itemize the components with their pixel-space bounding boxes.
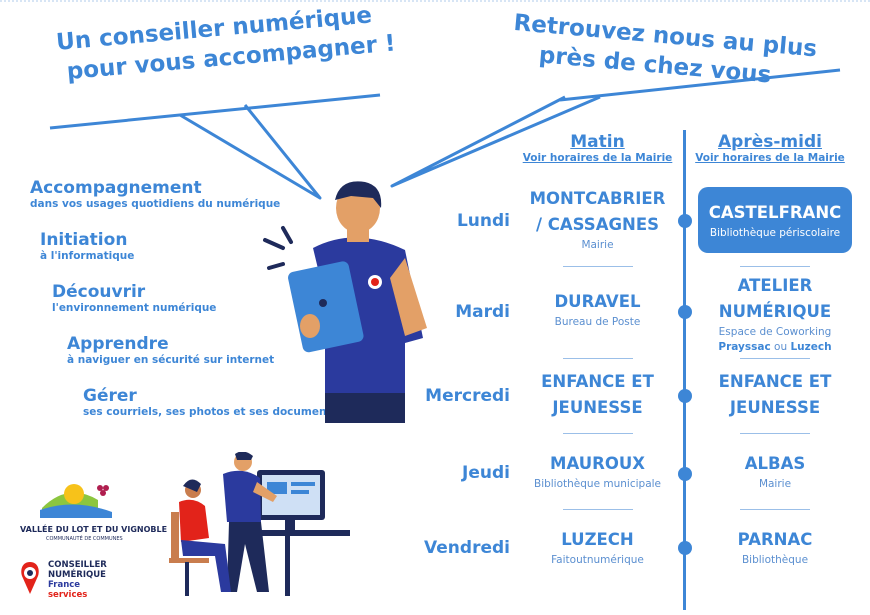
lundi-afternoon-highlight: CASTELFRANC Bibliothèque périscolaire — [698, 187, 852, 253]
conseiller-numerique-logo-icon — [21, 562, 39, 594]
vallee-logo-icon — [40, 484, 112, 518]
cell-title-2: NUMÉRIQUE — [718, 302, 832, 321]
service-subtitle: l'environnement numérique — [52, 302, 217, 314]
mercredi-afternoon: ENFANCE ET JEUNESSE — [695, 369, 855, 421]
cell-title: ENFANCE ET — [541, 372, 654, 391]
mardi-morning: DURAVEL Bureau de Poste — [520, 289, 675, 330]
vallee-logo-subtitle: COMMUNAUTÉ DE COMMUNES — [46, 536, 123, 542]
tablet-sparkle-icon — [263, 226, 293, 270]
left-bubble-line — [49, 93, 381, 130]
lundi-morning: MONTCABRIER / CASSAGNES Mairie — [520, 186, 675, 253]
service-gerer: Gérer ses courriels, ses photos et ses d… — [83, 386, 338, 418]
cell-place: Espace de Coworking — [718, 326, 832, 338]
advisor-illustration — [263, 181, 427, 423]
cn-line2: NUMÉRIQUE — [48, 570, 106, 580]
cell-place: Bibliothèque périscolaire — [709, 227, 841, 239]
separator — [740, 433, 810, 434]
service-title: Découvrir — [52, 282, 146, 302]
right-bubble-tail — [390, 95, 601, 188]
cell-place: Mairie — [758, 478, 792, 490]
morning-header: Matin Voir horaires de la Mairie — [520, 132, 675, 164]
cell-title: DURAVEL — [554, 292, 641, 311]
vendredi-morning: LUZECH Faitoutnumérique — [520, 527, 675, 568]
service-subtitle: ses courriels, ses photos et ses documen… — [83, 406, 338, 418]
jeudi-morning: MAUROUX Bibliothèque municipale — [520, 451, 675, 492]
cell-title: LUZECH — [561, 530, 634, 549]
timeline-line — [683, 130, 686, 610]
separator — [740, 509, 810, 510]
separator — [740, 358, 810, 359]
cell-title: ALBAS — [744, 454, 806, 473]
cell-place: Bibliothèque — [741, 554, 809, 566]
service-subtitle: à naviguer en sécurité sur internet — [67, 354, 275, 366]
day-vendredi: Vendredi — [424, 538, 510, 558]
service-title: Gérer — [83, 386, 137, 406]
extra-town-b: Luzech — [790, 341, 832, 353]
cell-title-2: JEUNESSE — [552, 398, 643, 417]
cell-title: MONTCABRIER — [529, 189, 666, 208]
timeline-dot-vendredi — [678, 541, 692, 555]
speech-bubbles — [49, 68, 841, 200]
separator — [563, 358, 633, 359]
cell-title: PARNAC — [737, 530, 813, 549]
separator — [563, 266, 633, 267]
vendredi-afternoon: PARNAC Bibliothèque — [695, 527, 855, 568]
cn-line3: France — [48, 580, 81, 590]
cell-place: Mairie — [581, 239, 614, 251]
timeline-dot-mardi — [678, 305, 692, 319]
afternoon-subtitle: Voir horaires de la Mairie — [695, 152, 845, 164]
cell-title-2: / CASSAGNES — [536, 215, 659, 234]
morning-title: Matin — [570, 132, 625, 152]
timeline-dot-mercredi — [678, 389, 692, 403]
cn-line1: CONSEILLER — [48, 560, 107, 570]
extra-or: ou — [774, 341, 788, 353]
mardi-afternoon: ATELIER NUMÉRIQUE Espace de Coworking Pr… — [695, 273, 855, 355]
right-bubble-line — [559, 68, 841, 102]
top-decoration — [0, 0, 870, 8]
mercredi-morning: ENFANCE ET JEUNESSE — [520, 369, 675, 421]
separator — [563, 433, 633, 434]
jeudi-afternoon: ALBAS Mairie — [695, 451, 855, 492]
service-initiation: Initiation à l'informatique — [40, 230, 134, 262]
cn-line4: services — [48, 590, 88, 600]
desk-illustration — [169, 452, 350, 596]
service-apprendre: Apprendre à naviguer en sécurité sur int… — [67, 334, 274, 366]
timeline-dot-jeudi — [678, 467, 692, 481]
conseiller-numerique-logo-text: CONSEILLER NUMÉRIQUE France services — [48, 560, 107, 600]
service-accompagnement: Accompagnement dans vos usages quotidien… — [30, 178, 280, 210]
cell-place: Bibliothèque municipale — [533, 478, 661, 490]
service-title: Initiation — [40, 230, 128, 250]
day-mercredi: Mercredi — [425, 386, 510, 406]
day-lundi: Lundi — [456, 211, 510, 231]
cell-title-2: JEUNESSE — [729, 398, 821, 417]
service-title: Accompagnement — [30, 178, 202, 198]
day-jeudi: Jeudi — [462, 463, 510, 483]
service-subtitle: à l'informatique — [40, 250, 135, 262]
separator — [740, 266, 810, 267]
cell-title: ATELIER — [737, 276, 813, 295]
afternoon-header: Après-midi Voir horaires de la Mairie — [695, 132, 845, 164]
cell-title: ENFANCE ET — [718, 372, 832, 391]
cell-place: Bureau de Poste — [554, 316, 641, 328]
extra-town-a: Prayssac — [718, 341, 771, 353]
vallee-logo-title: VALLÉE DU LOT ET DU VIGNOBLE — [20, 525, 168, 534]
left-bubble-tail — [179, 104, 322, 200]
cell-extra: Prayssac ou Luzech — [695, 340, 855, 355]
service-decouvrir: Découvrir l'environnement numérique — [52, 282, 216, 314]
day-mardi: Mardi — [455, 302, 510, 322]
cell-place: Faitoutnumérique — [551, 554, 644, 566]
morning-subtitle: Voir horaires de la Mairie — [522, 152, 673, 164]
separator — [563, 509, 633, 510]
service-title: Apprendre — [67, 334, 169, 354]
timeline-dot-lundi — [678, 214, 692, 228]
service-subtitle: dans vos usages quotidiens du numérique — [30, 198, 281, 210]
cell-title: CASTELFRANC — [708, 203, 842, 222]
cell-title: MAUROUX — [550, 454, 645, 473]
afternoon-title: Après-midi — [718, 132, 822, 152]
